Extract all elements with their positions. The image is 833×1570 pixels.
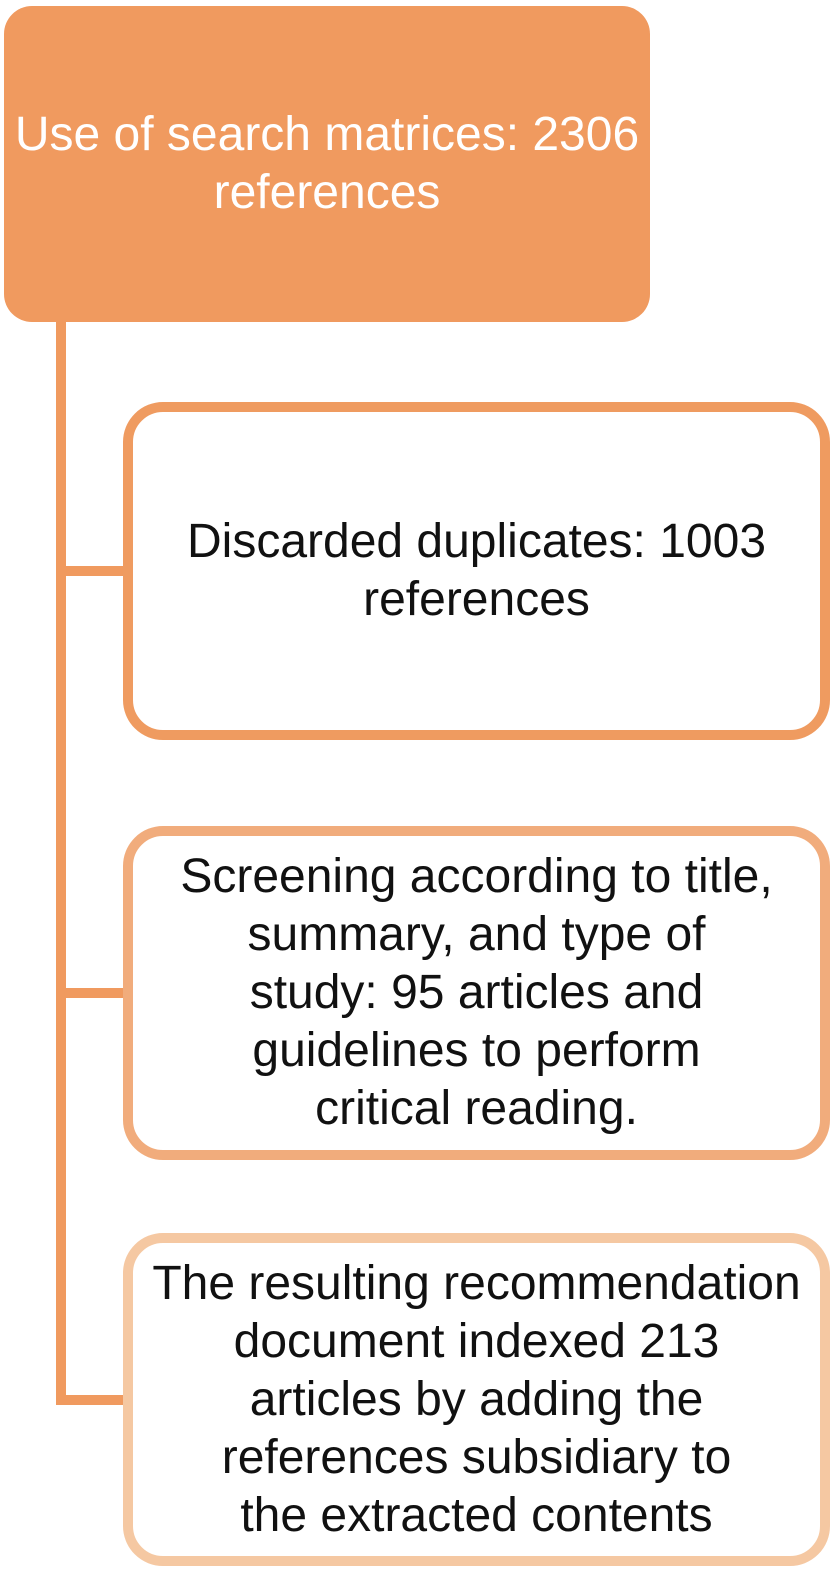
connector-branch-2 [56,988,128,998]
connector-trunk-line [56,320,66,1405]
flow-node-screening: Screening according to title, summary, a… [123,826,830,1160]
flow-node-screening-label: Screening according to title, summary, a… [180,850,773,1135]
connector-branch-1 [56,566,128,576]
flow-node-resulting-document-label: The resulting recommendation document in… [152,1256,801,1542]
flow-node-discarded-duplicates: Discarded duplicates: 1003 references [123,402,830,740]
flow-node-discarded-duplicates-label: Discarded duplicates: 1003 references [186,515,767,626]
connector-branch-3 [56,1395,128,1405]
flow-node-root-label: Use of search matrices: 2306 references [14,108,640,219]
flow-node-root: Use of search matrices: 2306 references [4,6,650,322]
flow-node-resulting-document: The resulting recommendation document in… [123,1233,830,1566]
